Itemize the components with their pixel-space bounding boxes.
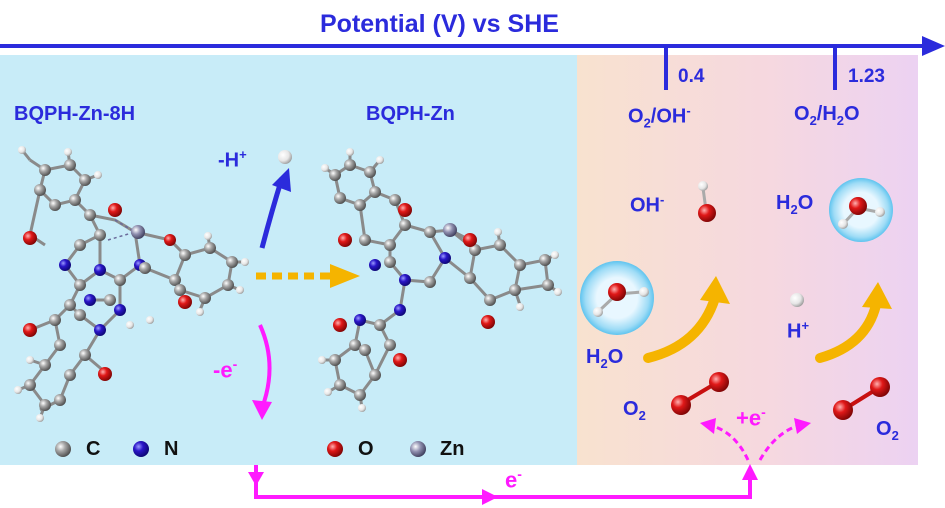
proton-label: -H+: [218, 147, 247, 172]
electron-transfer-path: [254, 465, 752, 499]
legend-o-label: O: [358, 438, 374, 460]
proton-plus-label: H+: [787, 318, 810, 343]
electron-dash-left: [709, 423, 750, 461]
reaction-arrow-right: [815, 300, 881, 363]
tick-label-0-4: 0.4: [678, 66, 705, 87]
oxygen-label-left: O2: [623, 398, 646, 423]
electron-gain-label: +e-: [736, 404, 766, 431]
molecule-right-label: BQPH-Zn: [366, 103, 455, 125]
water-molecule-left: [593, 283, 649, 317]
electron-path-mid-head: [482, 489, 498, 505]
molecule-right-atoms: [318, 148, 562, 412]
water-label-left: H2O: [586, 346, 624, 371]
legend-c-label: C: [86, 438, 101, 460]
water-molecule-right: [838, 197, 885, 229]
legend-n-ball: [133, 441, 149, 457]
electron-arrowhead: [252, 400, 272, 420]
reaction-arrow-right-head: [862, 282, 892, 309]
axis-title: Potential (V) vs SHE: [320, 10, 559, 38]
legend-c-ball: [55, 441, 71, 457]
couple-o2-h2o-label: O2/H2O: [794, 103, 860, 128]
hydrogen-atom: [278, 150, 292, 164]
oxygen-label-right: O2: [876, 418, 899, 443]
electron-dash-left-head: [700, 418, 716, 434]
proton-atom: [790, 293, 804, 307]
hydroxide-label: OH-: [630, 192, 665, 217]
hydroxide-molecule: [698, 181, 716, 222]
reaction-arrow-left-head: [700, 276, 730, 304]
potential-axis: [0, 36, 945, 90]
electron-dash-right: [758, 423, 801, 461]
electron-transfer-label: e-: [505, 466, 522, 493]
left-panel-bg: [0, 55, 577, 465]
electron-loss-label: -e-: [213, 356, 238, 383]
electron-dash-right-head: [794, 418, 811, 434]
molecule-left-label: BQPH-Zn-8H: [14, 103, 136, 125]
legend-zn-ball: [410, 441, 426, 457]
reaction-arrow-left: [643, 293, 720, 363]
water-label-right: H2O: [776, 192, 814, 217]
molecule-left-atoms: [14, 146, 249, 422]
electron-arrow: [258, 324, 272, 409]
electron-path-start-head: [248, 472, 264, 486]
legend-n-label: N: [164, 438, 179, 460]
oxygen-molecule-left: [671, 372, 729, 415]
oxygen-molecule-right: [833, 377, 890, 420]
axis-arrowhead: [922, 36, 945, 56]
tick-label-1-23: 1.23: [848, 66, 885, 87]
electron-path-end-head: [742, 464, 758, 480]
molecule-scene: [14, 146, 562, 457]
couple-o2-oh-label: O2/OH-: [628, 103, 691, 131]
legend-o-ball: [327, 441, 343, 457]
transform-arrowhead: [330, 264, 360, 288]
legend-zn-label: Zn: [440, 438, 465, 460]
proton-arrowhead: [272, 168, 291, 192]
